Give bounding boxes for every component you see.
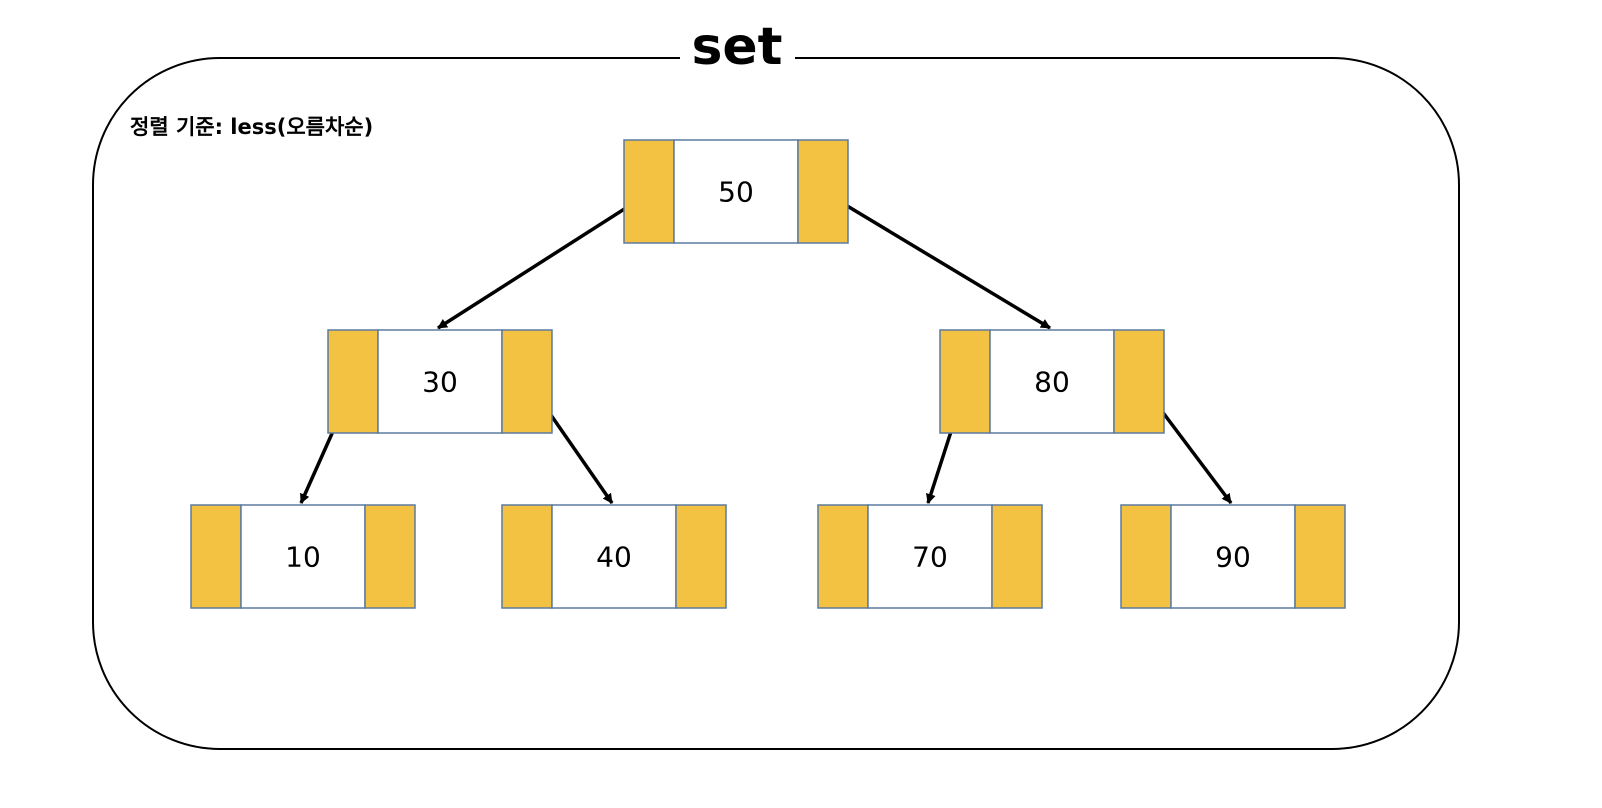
- value-cell: [673, 139, 799, 244]
- node-value-label: 80: [1034, 366, 1070, 399]
- node-value-label: 90: [1215, 541, 1251, 574]
- node-value-label: 50: [718, 176, 754, 209]
- right-pointer-cell: [501, 329, 553, 434]
- right-pointer-cell: [1294, 504, 1346, 609]
- value-cell: [867, 504, 993, 609]
- value-cell: [377, 329, 503, 434]
- node-value-label: 40: [596, 541, 632, 574]
- left-pointer-cell: [190, 504, 242, 609]
- tree-node-50: 50: [623, 139, 849, 244]
- tree-node-90: 90: [1120, 504, 1346, 609]
- left-pointer-cell: [1120, 504, 1172, 609]
- left-pointer-cell: [939, 329, 991, 434]
- tree-nodes: 50 30 80 10 40 70 90: [190, 139, 1346, 609]
- right-pointer-cell: [991, 504, 1043, 609]
- tree-node-40: 40: [501, 504, 727, 609]
- left-pointer-cell: [817, 504, 869, 609]
- tree-node-30: 30: [327, 329, 553, 434]
- sort-criteria-label: 정렬 기준: less(오름차순): [130, 115, 373, 139]
- value-cell: [1170, 504, 1296, 609]
- node-value-label: 10: [285, 541, 321, 574]
- left-pointer-cell: [327, 329, 379, 434]
- right-pointer-cell: [675, 504, 727, 609]
- set-container-frame: [92, 57, 1460, 750]
- right-pointer-cell: [1113, 329, 1165, 434]
- left-pointer-cell: [501, 504, 553, 609]
- pointer-edge-50-to-80: [815, 183, 1051, 330]
- tree-node-70: 70: [817, 504, 1043, 609]
- node-value-label: 70: [912, 541, 948, 574]
- tree-node-10: 10: [190, 504, 416, 609]
- right-pointer-cell: [797, 139, 849, 244]
- diagram-title: set: [691, 17, 782, 77]
- tree-node-80: 80: [939, 329, 1165, 434]
- node-value-label: 30: [422, 366, 458, 399]
- right-pointer-cell: [364, 504, 416, 609]
- value-cell: [989, 329, 1115, 434]
- left-pointer-cell: [623, 139, 675, 244]
